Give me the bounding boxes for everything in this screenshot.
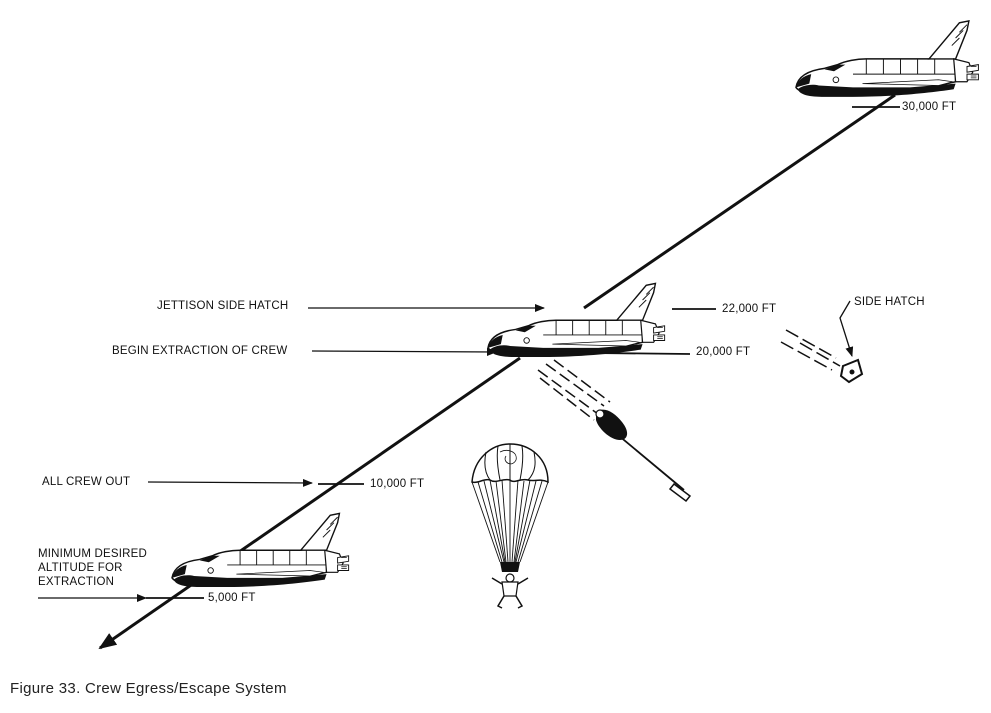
arrow-side-hatch bbox=[839, 300, 854, 357]
event-label-all-crew-out: ALL CREW OUT bbox=[42, 476, 131, 488]
event-label-extraction: BEGIN EXTRACTION OF CREW bbox=[112, 345, 288, 357]
altitude-label-5000: 5,000 FT bbox=[208, 592, 256, 604]
trajectory-upper bbox=[583, 93, 896, 310]
orbiter-30000 bbox=[795, 20, 980, 98]
orbiter-5000 bbox=[171, 512, 350, 588]
tick-20000 bbox=[503, 351, 691, 355]
event-label-min-3: EXTRACTION bbox=[38, 576, 115, 588]
crew-extraction-pole bbox=[537, 359, 692, 503]
event-label-min-2: ALTITUDE FOR bbox=[38, 562, 123, 574]
altitude-label-30000: 30,000 FT bbox=[902, 101, 957, 113]
side-hatch-debris bbox=[780, 329, 864, 384]
event-label-min-1: MINIMUM DESIRED bbox=[38, 548, 148, 560]
arrow-all-crew-out bbox=[147, 478, 313, 487]
event-label-jettison: JETTISON SIDE HATCH bbox=[157, 300, 289, 312]
figure-caption: Figure 33. Crew Egress/Escape System bbox=[10, 680, 287, 697]
altitude-label-22000: 22,000 FT bbox=[722, 303, 777, 315]
trajectory-lower-arrow bbox=[98, 356, 521, 650]
orbiter-22000 bbox=[487, 282, 666, 358]
arrow-extraction bbox=[311, 347, 497, 356]
parachute-crew bbox=[471, 443, 549, 609]
side-hatch-label: SIDE HATCH bbox=[854, 296, 925, 308]
altitude-label-20000: 20,000 FT bbox=[696, 346, 751, 358]
altitude-label-10000: 10,000 FT bbox=[370, 478, 425, 490]
